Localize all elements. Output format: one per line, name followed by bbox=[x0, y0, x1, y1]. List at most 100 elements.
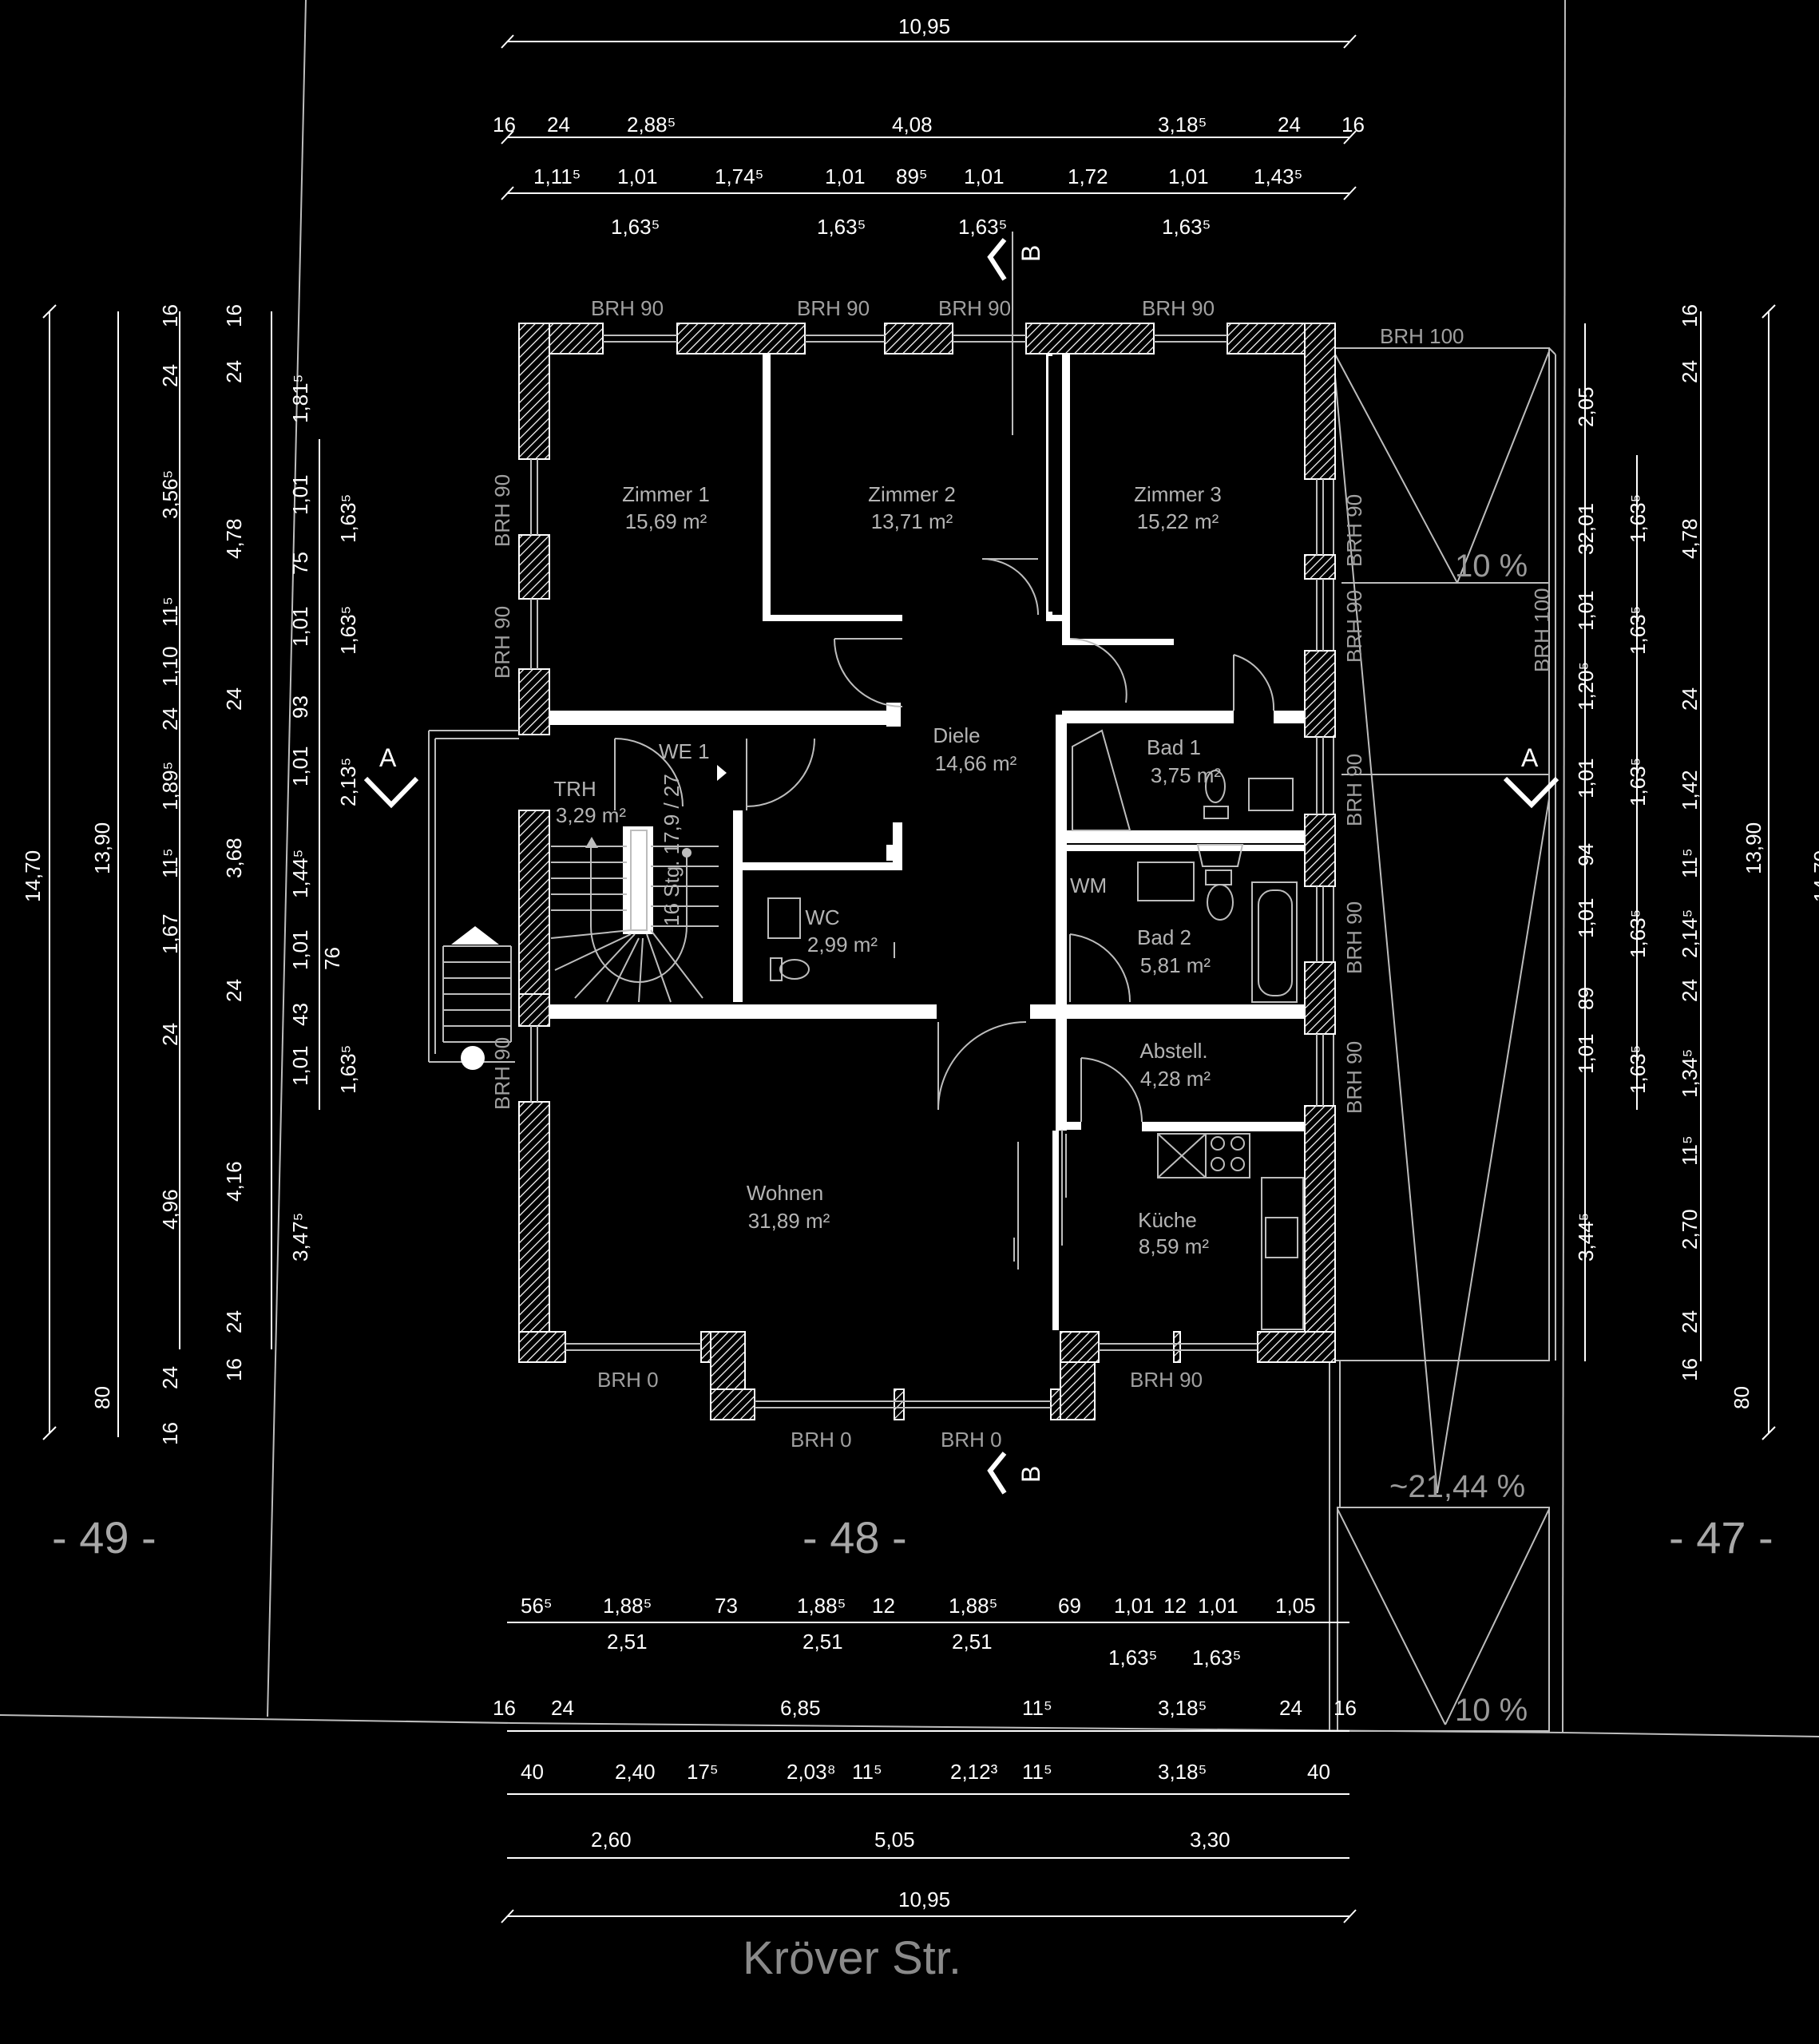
svg-text:24: 24 bbox=[1678, 687, 1702, 711]
slope-bottom: 10 % bbox=[1455, 1693, 1528, 1728]
svg-text:1,63⁵: 1,63⁵ bbox=[1626, 494, 1650, 543]
svg-text:1,01: 1,01 bbox=[1574, 758, 1598, 798]
window-lines bbox=[530, 335, 1324, 1408]
svg-text:1,01: 1,01 bbox=[1198, 1594, 1238, 1618]
room-name: Bad 1 bbox=[1147, 735, 1201, 759]
svg-text:1,34⁵: 1,34⁵ bbox=[1678, 1049, 1702, 1098]
dim-left-total-1: 14,70 bbox=[21, 850, 45, 902]
svg-text:BRH 90: BRH 90 bbox=[1342, 1041, 1366, 1114]
svg-text:24: 24 bbox=[1678, 979, 1702, 1002]
svg-text:5,05: 5,05 bbox=[874, 1828, 915, 1852]
svg-text:1,88⁵: 1,88⁵ bbox=[603, 1594, 652, 1618]
svg-text:BRH 90: BRH 90 bbox=[490, 606, 514, 679]
svg-text:11⁵: 11⁵ bbox=[1678, 1135, 1702, 1166]
svg-text:2,13⁵: 2,13⁵ bbox=[336, 758, 360, 806]
section-b-bottom: B bbox=[1016, 1466, 1045, 1483]
svg-text:1,74⁵: 1,74⁵ bbox=[715, 164, 763, 188]
svg-text:24: 24 bbox=[222, 1310, 246, 1333]
dim-left-col1: 16 24 3,56⁵ 11⁵ 1,10 24 1,89⁵ 11⁵ 1,67 2… bbox=[90, 304, 182, 1445]
room-name: WC bbox=[805, 905, 839, 929]
svg-text:1,01: 1,01 bbox=[288, 474, 312, 515]
svg-text:1,05: 1,05 bbox=[1275, 1594, 1316, 1618]
svg-text:80: 80 bbox=[90, 1386, 114, 1409]
svg-text:1,01: 1,01 bbox=[288, 1045, 312, 1086]
svg-text:75: 75 bbox=[288, 552, 312, 575]
svg-text:BRH 90: BRH 90 bbox=[938, 296, 1011, 320]
svg-text:11⁵: 11⁵ bbox=[1678, 848, 1702, 878]
svg-text:1,63⁵: 1,63⁵ bbox=[336, 494, 360, 543]
room-area: 13,71 m² bbox=[871, 509, 953, 533]
svg-text:3,18⁵: 3,18⁵ bbox=[1158, 1760, 1207, 1784]
room-area: 4,28 m² bbox=[1140, 1067, 1211, 1091]
svg-text:1,01: 1,01 bbox=[288, 929, 312, 970]
dim-bottom-row1: 56⁵ 1,88⁵ 73 1,88⁵ 12 1,88⁵ 69 1,01 12 1… bbox=[521, 1594, 1316, 1618]
room-area: 3,29 m² bbox=[556, 803, 626, 827]
room-name: Zimmer 3 bbox=[1134, 482, 1222, 506]
dim-right-col1: 2,05 32,01 1,01 1,20⁵ 1,01 94 1,01 89 1,… bbox=[1574, 386, 1598, 1262]
svg-text:2,51: 2,51 bbox=[607, 1630, 648, 1654]
house-number-48: - 48 - bbox=[802, 1512, 907, 1563]
svg-text:1,63⁵: 1,63⁵ bbox=[611, 215, 660, 239]
interior-wall-cutouts bbox=[773, 356, 1052, 612]
room-area: 5,81 m² bbox=[1140, 953, 1211, 977]
svg-text:1,89⁵: 1,89⁵ bbox=[158, 762, 182, 810]
room-area: 14,66 m² bbox=[935, 751, 1017, 775]
svg-text:1,72: 1,72 bbox=[1068, 164, 1108, 188]
svg-text:BRH 100: BRH 100 bbox=[1380, 324, 1464, 348]
svg-text:2,12³: 2,12³ bbox=[950, 1760, 998, 1784]
svg-text:3,47⁵: 3,47⁵ bbox=[288, 1213, 312, 1262]
svg-text:16: 16 bbox=[493, 1696, 516, 1720]
dim-right-col3: 16 24 4,78 24 1,42 11⁵ 2,14⁵ 24 1,34⁵ 11… bbox=[1678, 304, 1754, 1409]
svg-text:2,40: 2,40 bbox=[615, 1760, 656, 1784]
svg-text:1,88⁵: 1,88⁵ bbox=[949, 1594, 997, 1618]
svg-text:24: 24 bbox=[1278, 113, 1301, 137]
svg-text:32,01: 32,01 bbox=[1574, 503, 1598, 555]
svg-text:93: 93 bbox=[288, 695, 312, 719]
section-markers bbox=[363, 238, 1559, 1495]
door-swings bbox=[614, 558, 1275, 1262]
section-a-right: A bbox=[1521, 743, 1539, 772]
room-area: 8,59 m² bbox=[1139, 1234, 1209, 1258]
dim-left-col3: 1,81⁵ 1,01 75 1,01 93 1,01 1,44⁵ 1,01 43… bbox=[288, 374, 312, 1262]
entry-arrow-icon bbox=[451, 926, 499, 945]
room-name: Wohnen bbox=[747, 1181, 823, 1205]
svg-text:BRH 90: BRH 90 bbox=[490, 474, 514, 547]
dim-bottom-row2: 16 24 6,85 11⁵ 3,18⁵ 24 16 bbox=[493, 1696, 1357, 1720]
dim-right-total-1: 13,90 bbox=[1742, 822, 1766, 874]
dim-bottom-total: 10,95 bbox=[898, 1888, 950, 1911]
dim-right-col2: 1,63⁵ 1,63⁵ 1,63⁵ 1,63⁵ 1,63⁵ bbox=[1626, 494, 1650, 1094]
svg-text:2,51: 2,51 bbox=[952, 1630, 993, 1654]
dimension-lines bbox=[49, 41, 1769, 1917]
svg-text:24: 24 bbox=[222, 360, 246, 383]
svg-text:24: 24 bbox=[158, 707, 182, 731]
svg-text:4,96: 4,96 bbox=[158, 1189, 182, 1230]
room-labels: Zimmer 1 15,69 m² Zimmer 2 13,71 m² Zimm… bbox=[553, 482, 1222, 1258]
svg-text:BRH 90: BRH 90 bbox=[1342, 754, 1366, 826]
stairwell bbox=[550, 830, 719, 1003]
entry-stairs bbox=[428, 730, 519, 1063]
section-a-left: A bbox=[379, 743, 397, 772]
svg-text:24: 24 bbox=[1279, 1696, 1302, 1720]
svg-text:24: 24 bbox=[222, 979, 246, 1002]
room-name: Küche bbox=[1138, 1208, 1197, 1232]
svg-text:2,70: 2,70 bbox=[1678, 1209, 1702, 1250]
svg-text:69: 69 bbox=[1058, 1594, 1081, 1618]
svg-text:BRH 90: BRH 90 bbox=[591, 296, 664, 320]
svg-text:1,01: 1,01 bbox=[617, 164, 658, 188]
svg-text:BRH 100: BRH 100 bbox=[1530, 588, 1554, 673]
svg-text:11⁵: 11⁵ bbox=[1022, 1696, 1052, 1720]
room-name: Zimmer 1 bbox=[622, 482, 710, 506]
dim-top-row2: 16 24 2,88⁵ 4,08 3,18⁵ 24 16 bbox=[493, 113, 1365, 137]
svg-text:3,30: 3,30 bbox=[1190, 1828, 1230, 1852]
svg-text:1,01: 1,01 bbox=[1168, 164, 1209, 188]
svg-text:1,10: 1,10 bbox=[158, 646, 182, 687]
dimension-ticks bbox=[42, 34, 1776, 1923]
dim-right-total-2: 14,70 bbox=[1809, 850, 1819, 902]
svg-text:1,63⁵: 1,63⁵ bbox=[1108, 1646, 1157, 1670]
room-name: Bad 2 bbox=[1137, 925, 1191, 949]
svg-text:24: 24 bbox=[1678, 360, 1702, 383]
svg-text:1,42: 1,42 bbox=[1678, 770, 1702, 810]
svg-text:BRH 90: BRH 90 bbox=[797, 296, 870, 320]
svg-text:24: 24 bbox=[158, 1023, 182, 1046]
svg-text:1,01: 1,01 bbox=[288, 746, 312, 786]
